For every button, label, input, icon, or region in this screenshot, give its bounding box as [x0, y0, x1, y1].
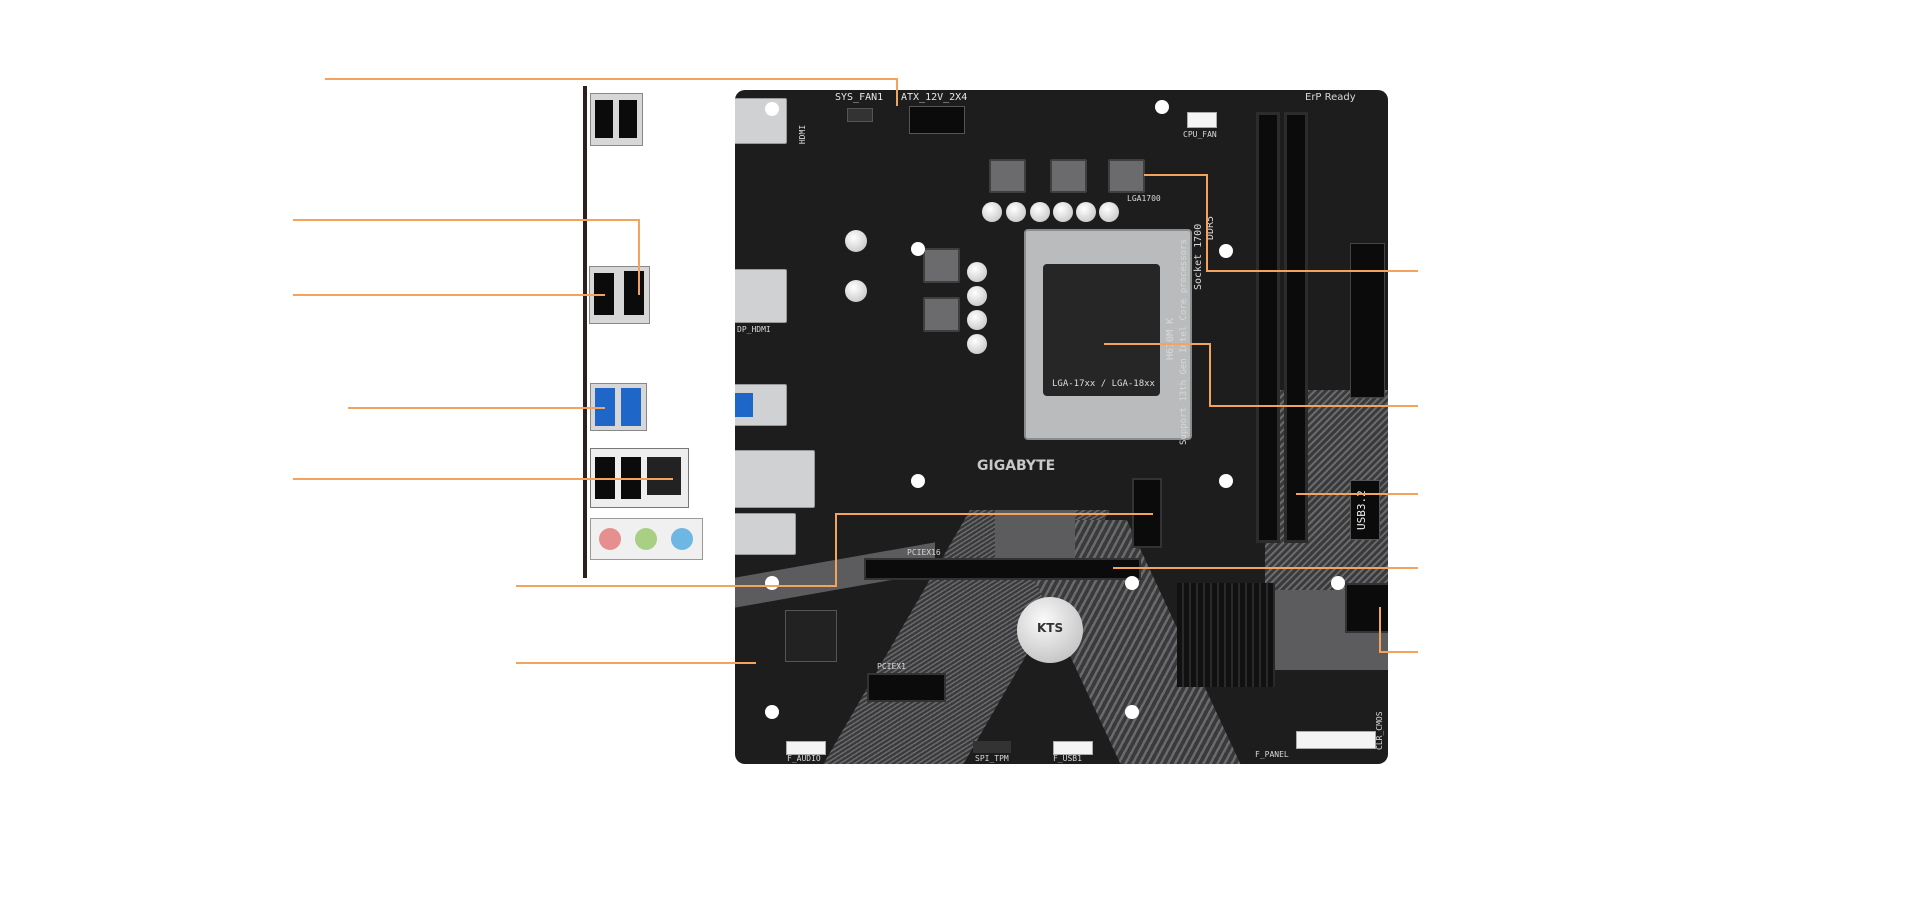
callout-line-sata-rise [1379, 607, 1381, 653]
silk-model: H610M K [1165, 317, 1176, 360]
vrm-choke [989, 159, 1026, 193]
callout-line-socket [1209, 405, 1418, 407]
dimm-slot-b1 [1284, 112, 1308, 543]
silk-f-panel: F_PANEL [1255, 750, 1289, 759]
cpu-fan-header [1187, 112, 1217, 128]
sys-fan-header [847, 108, 873, 122]
callout-line-ddr5 [1296, 493, 1418, 495]
pciex1-slot [867, 673, 946, 702]
callout-line-hdmi [293, 294, 605, 296]
callout-line-displayport [293, 219, 639, 221]
motherboard: HDMI DP_HDMI ATX_12V_2X4 SYS_FAN1 CPU_FA… [735, 90, 1388, 764]
f-usb-header [1053, 741, 1093, 755]
silk-dp-hdmi: DP_HDMI [737, 325, 771, 334]
chipset-heatsink [1177, 583, 1275, 687]
usb-port [735, 98, 787, 144]
io-controller-chip [785, 610, 837, 662]
atx-12v-connector [909, 106, 965, 134]
silk-cpu-fan: CPU_FAN [1183, 130, 1217, 139]
silk-hdmi: HDMI [798, 124, 808, 145]
socket-label: LGA-17xx / LGA-18xx [1052, 379, 1155, 389]
callout-line-audio-caps [516, 662, 756, 664]
io-shield-bracket [583, 86, 587, 578]
callout-line-m2-end [835, 513, 1153, 515]
callout-line-socket-rise [1209, 343, 1211, 407]
silk-spi-tpm: SPI_TPM [975, 754, 1009, 763]
pciex16-slot [864, 558, 1141, 580]
callout-line-pcie [1113, 567, 1418, 569]
callout-line-vrm-rise [1206, 174, 1208, 272]
callout-line-vrm-end [1144, 174, 1208, 176]
silk-socket: Socket 1700 [1193, 223, 1204, 290]
callout-line-m2-rise [835, 513, 837, 587]
vrm-choke [1108, 159, 1145, 193]
sata-connector [1345, 583, 1388, 633]
silk-pciex1: PCIEX1 [877, 662, 906, 671]
vrm-choke [923, 297, 960, 332]
usb-lan-ports [590, 448, 689, 508]
f-audio-header [786, 741, 826, 755]
silk-atx12v: ATX_12V_2X4 [901, 92, 968, 103]
callout-line-m2 [516, 585, 837, 587]
cpu-socket: LGA-17xx / LGA-18xx [1024, 229, 1192, 440]
silk-f-usb: F_USB1 [1053, 754, 1082, 763]
usb32-header [1350, 480, 1380, 540]
silk-sys-fan: SYS_FAN1 [835, 92, 884, 103]
usb2-ports-top [590, 93, 643, 146]
cmos-battery: KTS [1017, 597, 1083, 663]
silk-pciex16: PCIEX16 [907, 548, 941, 557]
lan-port [735, 450, 815, 508]
vrm-choke [923, 248, 960, 283]
callout-line-usb2-drop [896, 78, 898, 106]
silk-usb32: USB3.2 [1355, 490, 1368, 530]
callout-line-displayport-drop [638, 219, 640, 295]
f-panel-header [1296, 731, 1376, 749]
callout-line-lan [293, 478, 673, 480]
battery-label: KTS [1037, 621, 1064, 635]
usb3-ports [590, 383, 647, 431]
spi-tpm-header [973, 741, 1011, 753]
silk-clr-cmos: CLR_CMOS [1375, 711, 1384, 750]
callout-line-sata [1379, 651, 1418, 653]
atx-24pin-connector [1350, 243, 1385, 398]
silk-lga1700: LGA1700 [1127, 194, 1161, 203]
dimm-slot-a1 [1256, 112, 1280, 543]
silk-f-audio: F_AUDIO [787, 754, 821, 763]
silk-erp: ErP Ready [1305, 92, 1356, 103]
callout-line-usb2 [325, 78, 898, 80]
vrm-choke [1050, 159, 1087, 193]
callout-line-vrm [1206, 270, 1418, 272]
callout-line-socket-end [1104, 343, 1211, 345]
callout-line-usb3 [348, 407, 605, 409]
audio-jacks [590, 518, 703, 560]
gigabyte-logo: GIGABYTE [977, 458, 1056, 474]
audio-port [735, 513, 796, 555]
dp-hdmi-port [735, 269, 787, 323]
usb3-port [735, 384, 787, 426]
